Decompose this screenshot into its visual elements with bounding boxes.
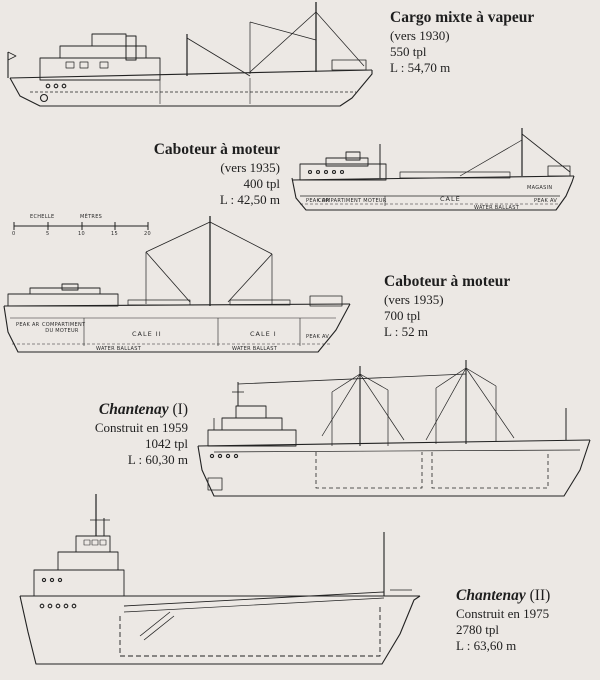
ship-2-period: (vers 1935) <box>220 160 280 175</box>
ship-5-built: Construit en 1975 <box>456 606 550 621</box>
ship-4-length: L : 60,30 m <box>127 452 188 467</box>
ship-4-name-line: Chantenay (I) <box>48 400 188 420</box>
ship-1-cargo-mixte-drawing <box>7 2 373 107</box>
ship-4-built: Construit en 1959 <box>94 420 188 435</box>
ship-4-chantenay-i-drawing <box>197 360 591 497</box>
ship-5-name-line: Chantenay (II) <box>456 586 596 606</box>
ship-2-caption: Caboteur à moteur (vers 1935) 400 tpl L … <box>110 140 280 208</box>
ship-3-period: (vers 1935) <box>384 292 444 307</box>
ship-3-caption: Caboteur à moteur (vers 1935) 700 tpl L … <box>384 272 584 340</box>
ship-3-tonnage: 700 tpl <box>384 308 421 323</box>
scale-label: ECHELLE <box>30 214 55 220</box>
scale-tick-15: 15 <box>111 231 118 237</box>
ship-1-length: L : 54,70 m <box>390 60 451 75</box>
ship-1-period: (vers 1930) <box>390 28 450 43</box>
ship-4-tonnage: 1042 tpl <box>145 436 188 451</box>
ship-4-caption: Chantenay (I) Construit en 1959 1042 tpl… <box>48 400 188 468</box>
ship-3-label-peak-ar: PEAK AR <box>16 322 40 328</box>
ship-5-chantenay-ii-drawing <box>19 494 421 665</box>
ship-3-label-peak-av: PEAK AV <box>306 334 330 340</box>
scale-tick-0: 0 <box>12 231 16 237</box>
ship-3-label-water-ballast-2: WATER BALLAST <box>232 346 278 352</box>
ship-2-label-water-ballast: WATER BALLAST <box>474 205 520 211</box>
ship-5-name: Chantenay <box>456 587 526 604</box>
ship-4-name: Chantenay <box>98 401 169 418</box>
ship-2-label-peak-av: PEAK AV <box>534 198 558 204</box>
ship-2-label-magasin: MAGASIN <box>527 185 553 191</box>
scale-tick-5: 5 <box>46 231 50 237</box>
ship-5-caption: Chantenay (II) Construit en 1975 2780 tp… <box>456 586 596 654</box>
ship-5-numeral: (II) <box>525 587 551 604</box>
ship-2-name: Caboteur à moteur <box>153 141 280 158</box>
ship-5-tonnage: 2780 tpl <box>456 622 499 637</box>
ship-4-numeral: (I) <box>168 401 189 418</box>
ship-1-caption: Cargo mixte à vapeur (vers 1930) 550 tpl… <box>390 8 590 76</box>
ship-2-caboteur-400-drawing <box>291 128 575 211</box>
scale-tick-10: 10 <box>78 231 85 237</box>
ship-1-tonnage: 550 tpl <box>390 44 427 59</box>
ship-3-length: L : 52 m <box>384 324 428 339</box>
ship-3-caboteur-700-drawing <box>3 216 351 353</box>
ship-2-label-peak-ar: PEAK AR <box>306 198 330 204</box>
ship-2-hold-label: CALE <box>440 195 461 203</box>
ship-3-name: Caboteur à moteur <box>384 273 511 290</box>
ship-1-name: Cargo mixte à vapeur <box>390 9 535 26</box>
ship-2-tonnage: 400 tpl <box>243 176 280 191</box>
ship-3-hold-label-2: CALE II <box>132 330 162 338</box>
ship-3-label-water-ballast-1: WATER BALLAST <box>96 346 142 352</box>
ship-5-length: L : 63,60 m <box>456 638 517 653</box>
scale-unit: MÈTRES <box>80 214 103 220</box>
ship-3-hold-label-1: CALE I <box>250 330 277 338</box>
ship-3-label-engine: COMPARTIMENT DU MOTEUR <box>42 322 86 334</box>
ship-2-length: L : 42,50 m <box>219 192 280 207</box>
scale-bar-drawing <box>13 222 149 230</box>
ship-2-label-engine: COMPARTIMENT MOTEUR <box>318 198 387 204</box>
scale-tick-20: 20 <box>144 231 151 237</box>
